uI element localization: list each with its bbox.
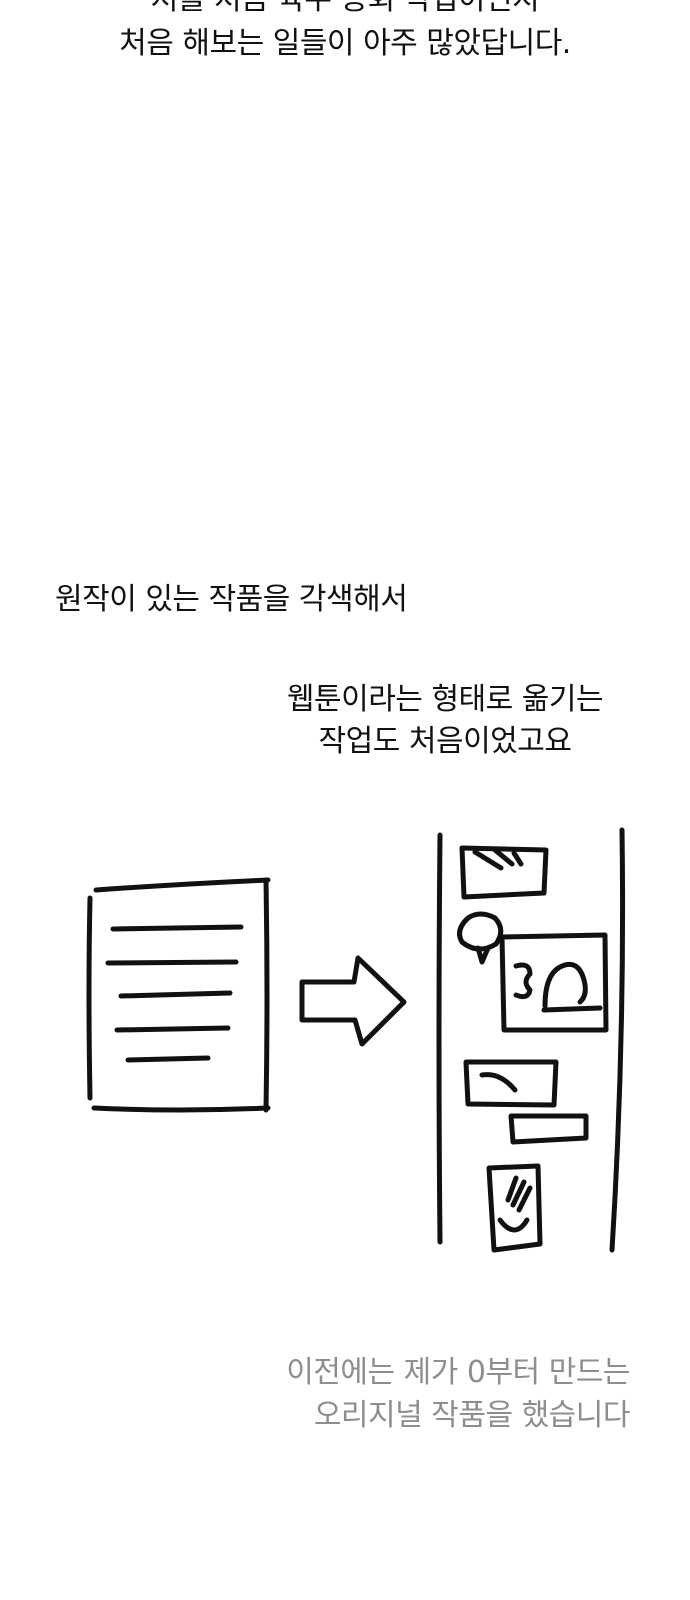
caption-adapt: 원작이 있는 작품을 각색해서 xyxy=(55,582,408,617)
document-icon xyxy=(86,877,271,1113)
caption-original-line1: 이전에는 제가 0부터 만드는 xyxy=(286,1355,630,1390)
caption-top-line1: 저를 처음 육주 총회 작업이던지 xyxy=(0,0,690,22)
arrow-right-icon xyxy=(299,955,407,1047)
caption-original-line2: 오리지널 작품을 했습니다 xyxy=(313,1398,631,1433)
caption-top-line2: 처음 해보는 일들이 아주 많았답니다. xyxy=(119,26,571,61)
caption-webtoon-line1: 웹툰이라는 형태로 옮기는 xyxy=(286,682,604,717)
webtoon-strip-icon xyxy=(436,827,626,1253)
caption-webtoon-line2: 작업도 처음이었고요 xyxy=(318,724,572,759)
